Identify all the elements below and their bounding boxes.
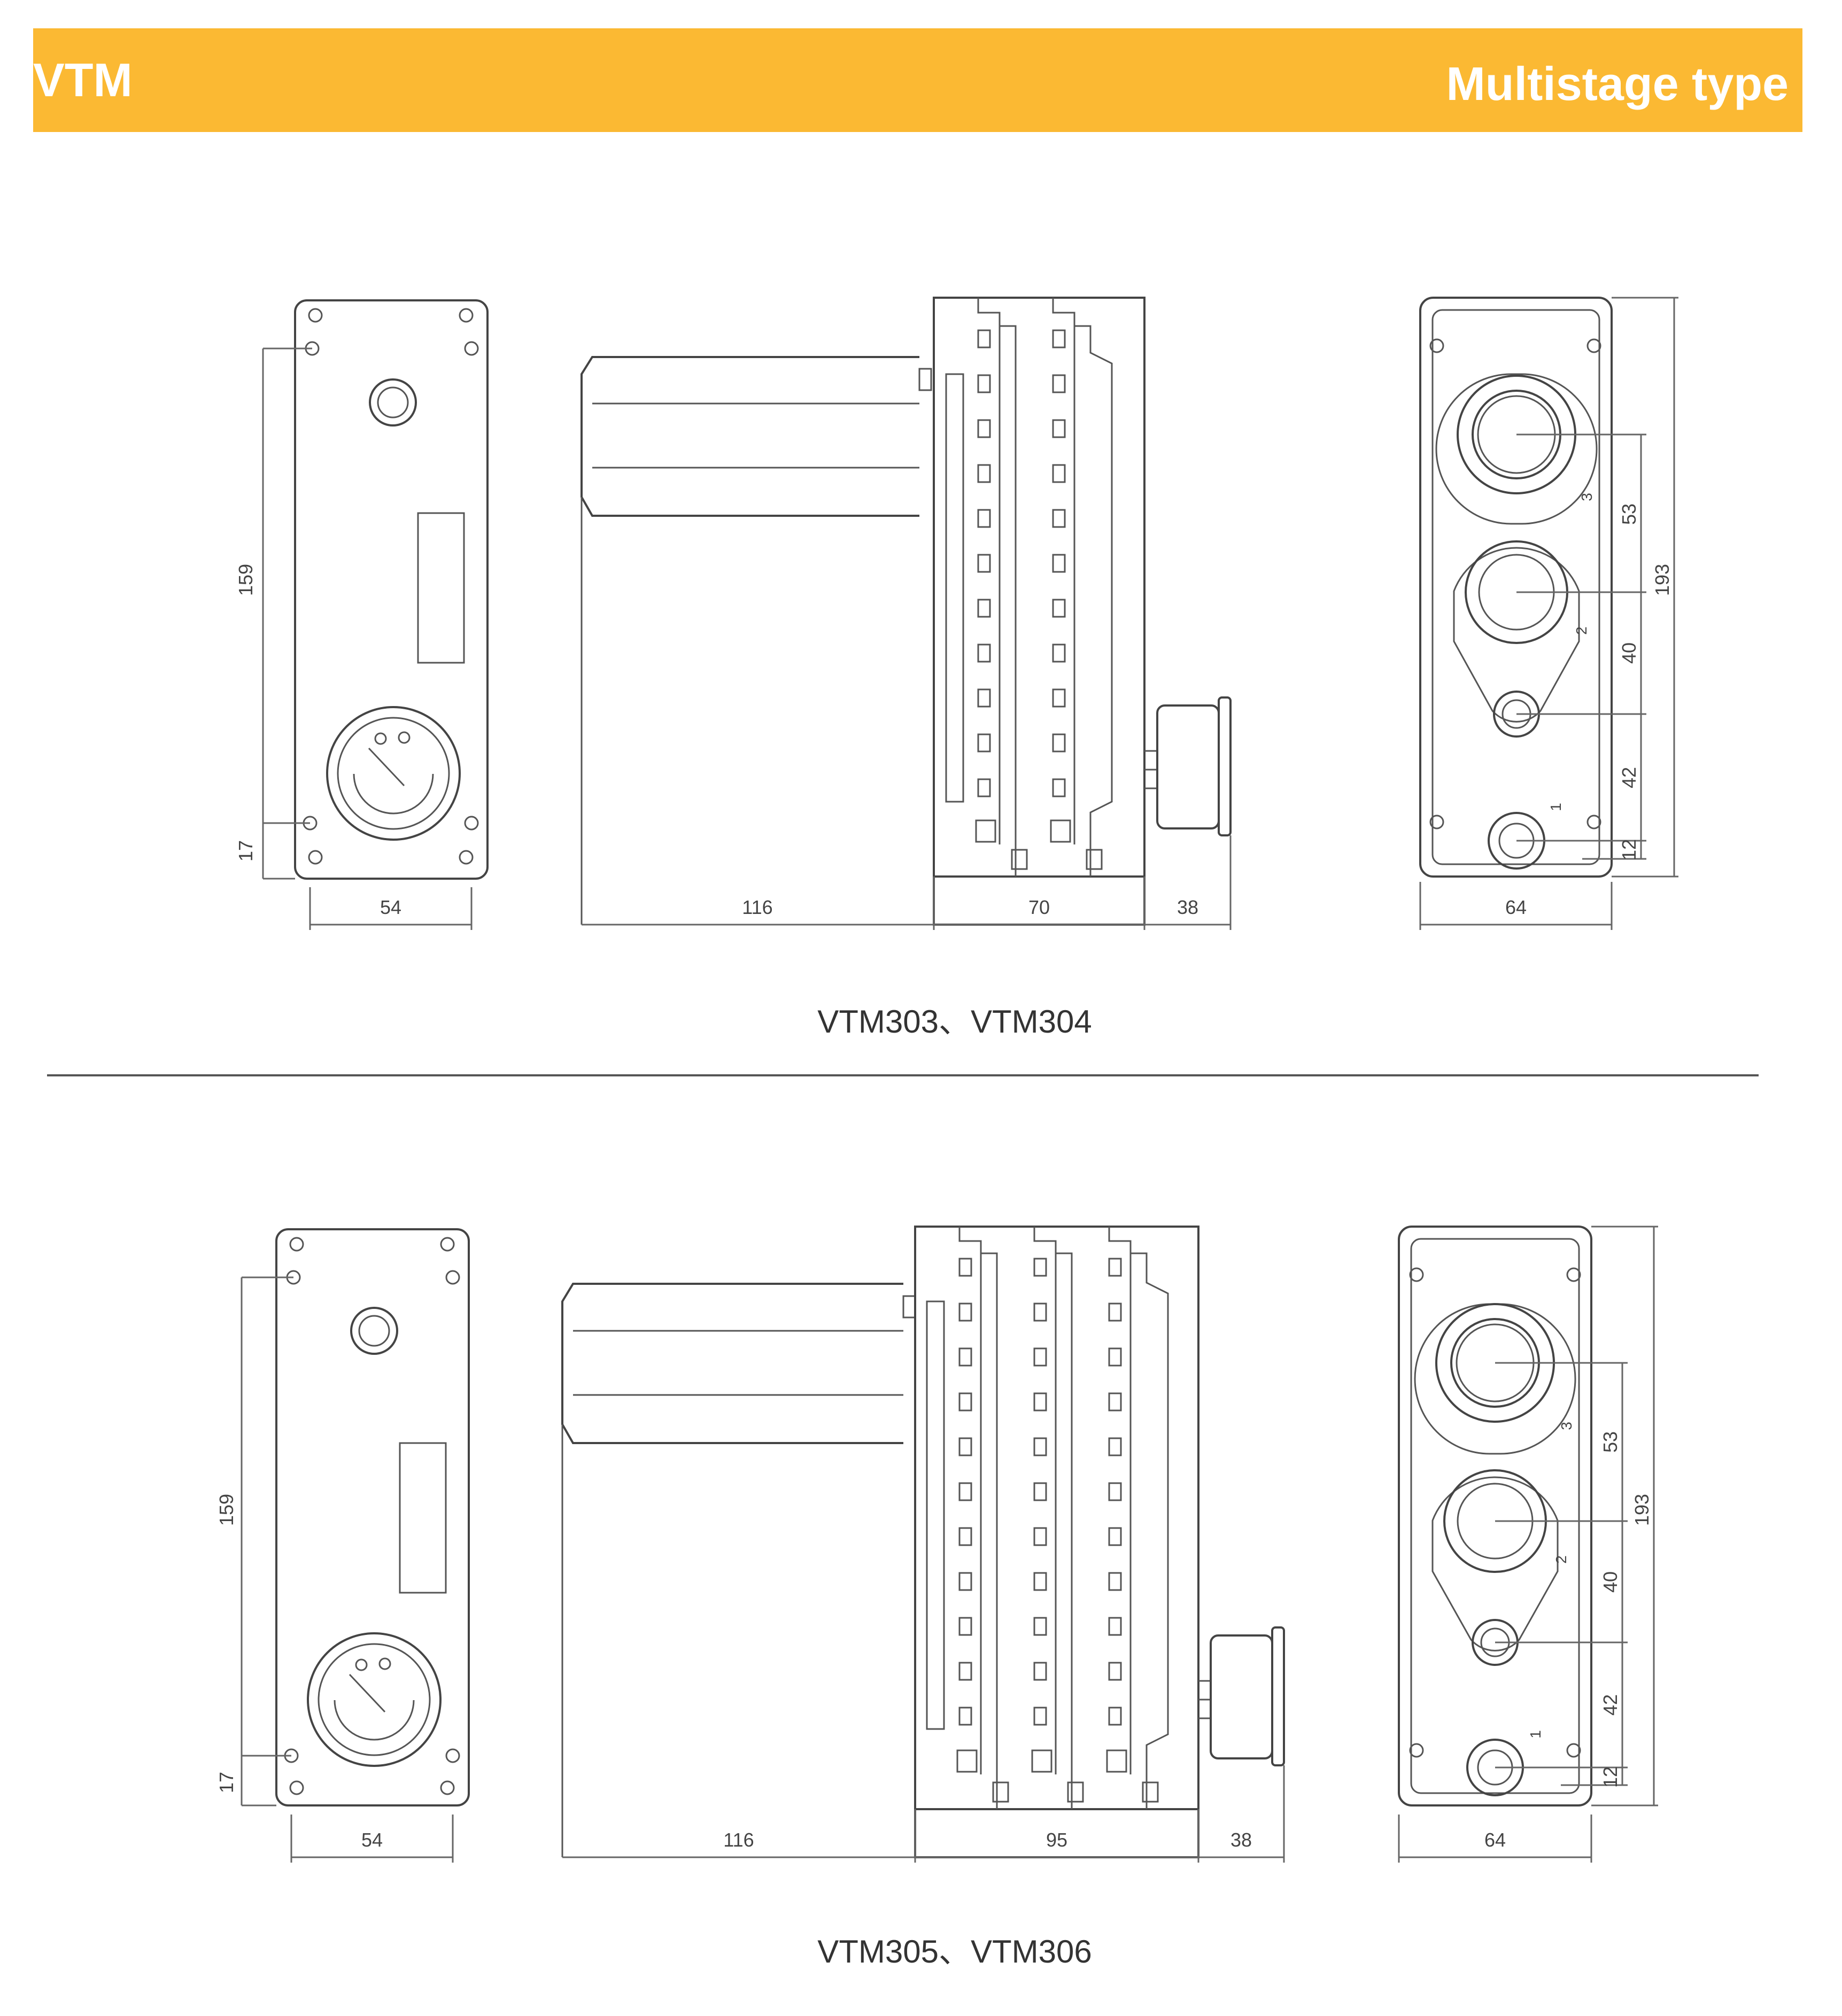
port-label-2-2: 2 (1553, 1555, 1569, 1564)
dim-front-width-2: 54 (361, 1829, 383, 1851)
series-title: VTM (33, 53, 133, 106)
dim-rear-total-1: 193 (1651, 564, 1673, 596)
dim-side-left-2: 116 (723, 1829, 754, 1851)
port-label-3-2: 3 (1558, 1422, 1575, 1430)
dim-rear-d-2: 12 (1599, 1766, 1621, 1788)
dim-side-left-1: 116 (742, 896, 772, 918)
dim-side-right-2: 38 (1230, 1829, 1252, 1851)
dim-rear-d-1: 12 (1618, 839, 1640, 860)
port-label-3-1: 3 (1578, 493, 1595, 501)
dim-rear-a-1: 53 (1618, 503, 1640, 525)
front-view-1 (262, 299, 489, 930)
dim-rear-b-1: 40 (1618, 642, 1640, 664)
dim-rear-width-1: 64 (1505, 896, 1527, 918)
rear-view-1 (1419, 297, 1678, 930)
dim-rear-a-2: 53 (1599, 1431, 1621, 1453)
header-bar: VTM Multistage type (33, 28, 1802, 132)
dim-rear-total-2: 193 (1631, 1494, 1653, 1526)
dim-side-right-1: 38 (1177, 896, 1198, 918)
dim-front-height-2: 159 (215, 1494, 237, 1526)
type-title: Multistage type (1446, 57, 1789, 110)
dim-rear-c-1: 42 (1618, 767, 1640, 788)
dim-front-bottom-1: 17 (235, 840, 257, 862)
port-label-1-1: 1 (1547, 803, 1564, 811)
dim-side-mid-2: 95 (1046, 1829, 1067, 1851)
dim-rear-width-2: 64 (1484, 1829, 1506, 1851)
port-label-2-1: 2 (1573, 626, 1590, 635)
dim-rear-c-2: 42 (1599, 1694, 1621, 1716)
side-view-2 (561, 1226, 1285, 1863)
side-view-1 (581, 297, 1232, 930)
caption-2: VTM305、VTM306 (817, 1934, 1092, 1970)
section-2-drawings: 159 17 54 (215, 1226, 1658, 1970)
dim-rear-b-2: 40 (1599, 1571, 1621, 1593)
front-view-2 (241, 1228, 470, 1863)
caption-1: VTM303、VTM304 (817, 1004, 1092, 1040)
dim-front-height-1: 159 (235, 564, 257, 596)
section-1-drawings: 159 17 54 (235, 297, 1678, 1040)
dim-side-mid-1: 70 (1028, 896, 1050, 918)
dim-front-width-1: 54 (380, 896, 401, 918)
port-label-1-2: 1 (1527, 1730, 1544, 1739)
dim-front-bottom-2: 17 (215, 1772, 237, 1793)
rear-view-2 (1398, 1226, 1658, 1863)
